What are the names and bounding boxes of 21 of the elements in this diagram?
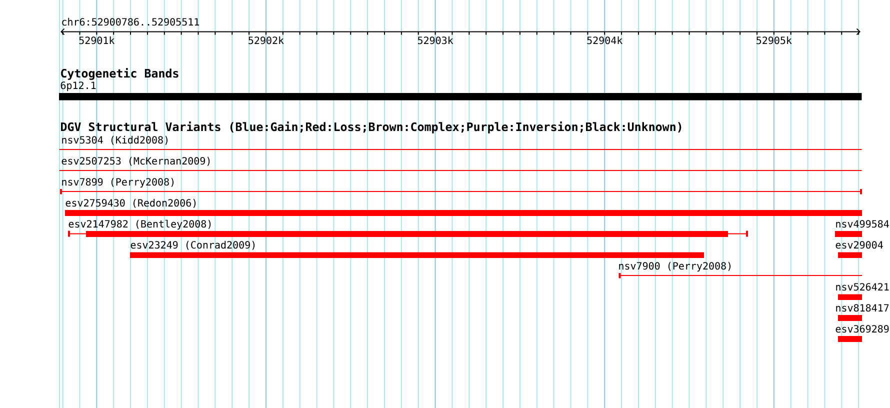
feature-label: esv369289 [836, 325, 889, 333]
feature-label: nsv499584 [836, 220, 889, 228]
feature-label: nsv526421 [836, 283, 889, 291]
feature-label: nsv5304 (Kidd2008) [62, 136, 168, 145]
tick-label: 52902k [248, 36, 284, 44]
feature-label: esv23249 (Conrad2009) [130, 240, 255, 250]
feature-label: nsv7899 (Perry2008) [62, 178, 174, 188]
track-title: DGV Structural Variants (Blue:Gain;Red:Loss;Brown:Complex;Purple:Inversion;Black:Unknown) [61, 122, 682, 134]
feature-label: nsv7900 (Perry2008) [619, 262, 730, 272]
feature-label: esv2507253 (McKernan2009) [62, 156, 210, 166]
coordinate-label: chr6:52900786..52905511 [62, 18, 199, 26]
tick-label: 52903k [418, 36, 454, 44]
tick-label: 52904k [587, 36, 623, 44]
tick-label: 52901k [79, 36, 115, 44]
feature-label: esv29004 [836, 241, 883, 249]
feature-label: esv2759430 (Redon2006) [66, 198, 196, 208]
feature-label: esv2147982 (Bentley2008) [68, 220, 211, 230]
feature-label: nsv818417 [836, 304, 889, 312]
track-title: Cytogenetic Bands [61, 68, 178, 80]
band-label: 6p12.1 [60, 82, 96, 92]
tick-label: 52905k [756, 36, 792, 44]
